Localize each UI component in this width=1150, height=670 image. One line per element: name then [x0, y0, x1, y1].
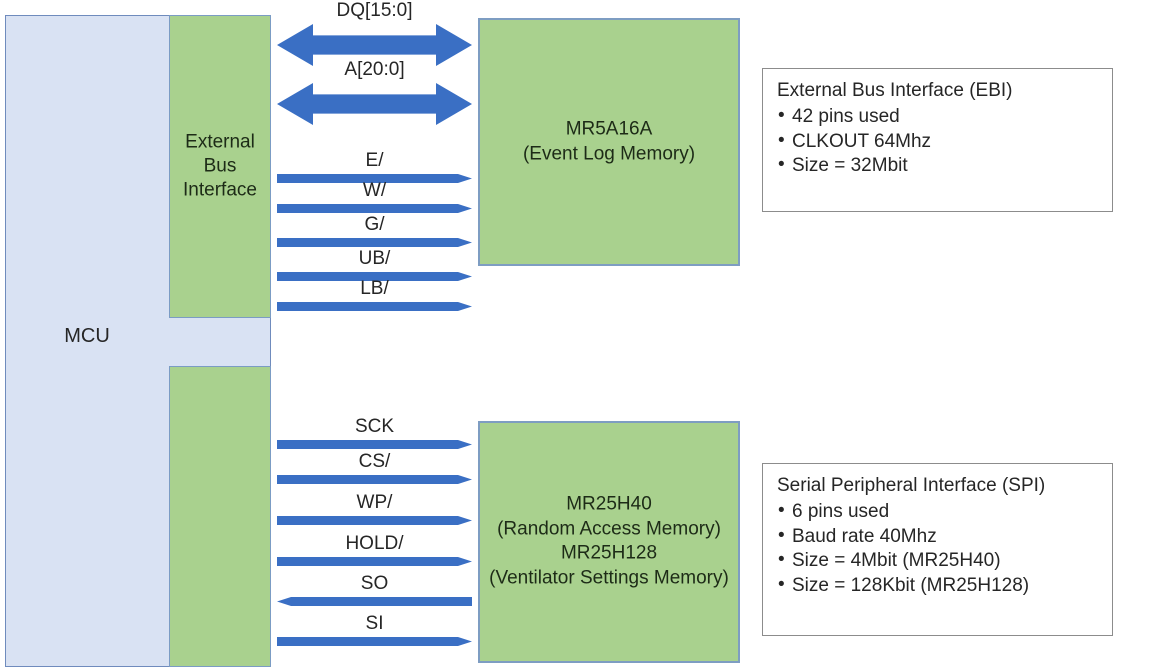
signal-label: G/ [364, 213, 385, 235]
signal-arrow-a200 [277, 83, 472, 125]
signal-label: E/ [365, 149, 384, 171]
arrow-glyph [277, 203, 472, 213]
signal-label: HOLD/ [345, 532, 404, 554]
note-spi-item: Size = 4Mbit (MR25H40) [777, 548, 1098, 574]
mcu-label: MCU [64, 325, 110, 347]
memory-block-settings: MR25H40 (Random Access Memory) MR25H128 … [478, 421, 740, 663]
arrow-glyph [277, 301, 472, 311]
note-ebi-title: External Bus Interface (EBI) [777, 80, 1013, 101]
signal-label: UB/ [358, 247, 391, 269]
arrow-glyph [277, 474, 472, 484]
signal-arrow-si [277, 636, 472, 646]
note-ebi-list: 42 pins used CLKOUT 64Mhz Size = 32Mbit [777, 104, 1098, 179]
note-spi-item: 6 pins used [777, 499, 1098, 525]
note-ebi-item: 42 pins used [777, 104, 1098, 130]
arrow-glyph [277, 596, 472, 606]
note-ebi-item: Size = 32Mbit [777, 153, 1098, 179]
signal-label: SI [365, 612, 384, 634]
signal-arrow-so [277, 596, 472, 606]
signal-label: W/ [362, 179, 387, 201]
signal-label: WP/ [356, 491, 393, 513]
signal-label: SO [360, 572, 389, 594]
arrow-glyph [277, 237, 472, 247]
external-bus-interface-label-line: Bus [203, 155, 237, 177]
arrow-glyph [277, 271, 472, 281]
arrow-glyph [277, 636, 472, 646]
signal-label: CS/ [358, 450, 391, 472]
external-bus-interface-label-line: External [185, 131, 255, 153]
signal-arrow-w [277, 203, 472, 213]
signal-arrow-wp [277, 515, 472, 525]
signal-arrow-cs [277, 474, 472, 484]
signal-arrow-ub [277, 271, 472, 281]
note-spi-list: 6 pins used Baud rate 40Mhz Size = 4Mbit… [777, 499, 1098, 599]
signal-arrow-lb [277, 301, 472, 311]
memory-block-event-log: MR5A16A (Event Log Memory) [478, 18, 740, 266]
external-bus-interface-label-line: Interface [183, 179, 257, 201]
memory-block-event-log-label: MR5A16A (Event Log Memory) [522, 118, 696, 164]
memory-block-settings-label: MR25H40 (Random Access Memory) MR25H128 … [489, 493, 729, 589]
arrow-glyph [277, 515, 472, 525]
arrow-glyph [277, 173, 472, 183]
signal-arrow-e [277, 173, 472, 183]
signal-label: DQ[15:0] [336, 0, 413, 21]
arrow-glyph [277, 556, 472, 566]
note-spi-title: Serial Peripheral Interface (SPI) [777, 475, 1046, 496]
signal-arrow-dq150 [277, 24, 472, 66]
signal-arrow-sck [277, 439, 472, 449]
note-spi: Serial Peripheral Interface (SPI) 6 pins… [762, 463, 1113, 636]
note-ebi-item: CLKOUT 64Mhz [777, 129, 1098, 155]
spi-interface-block [169, 366, 271, 667]
signal-label: A[20:0] [344, 59, 405, 80]
arrow-glyph [277, 24, 472, 66]
note-spi-item: Baud rate 40Mhz [777, 524, 1098, 550]
signal-arrow-hold [277, 556, 472, 566]
arrow-glyph [277, 439, 472, 449]
signal-label: SCK [354, 415, 395, 437]
arrow-glyph [277, 83, 472, 125]
signal-label: LB/ [360, 277, 389, 299]
note-ebi: External Bus Interface (EBI) 42 pins use… [762, 68, 1113, 212]
signal-arrow-g [277, 237, 472, 247]
note-spi-item: Size = 128Kbit (MR25H128) [777, 573, 1098, 599]
